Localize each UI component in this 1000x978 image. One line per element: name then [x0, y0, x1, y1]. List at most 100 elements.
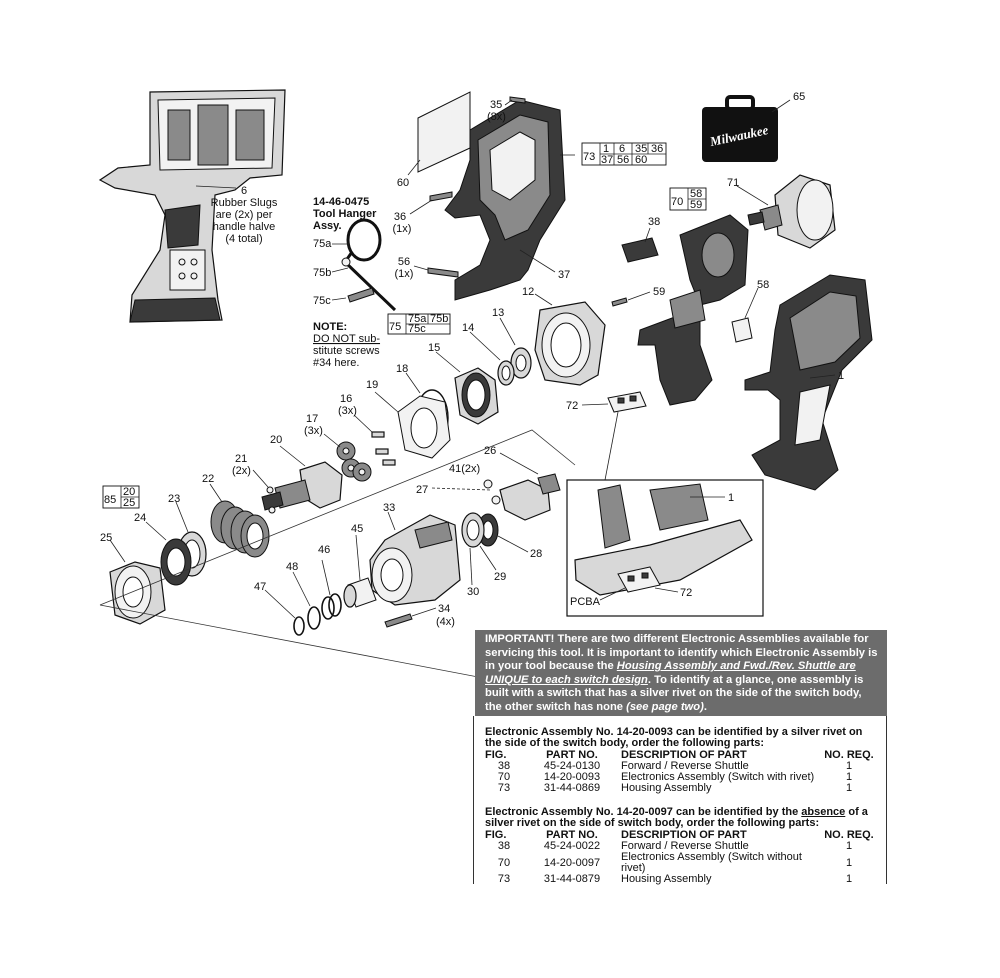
label-56-qty: (1x)	[395, 268, 414, 280]
label-65: 65	[793, 91, 805, 103]
assembly-2-heading-pre: Electronic Assembly No. 14-20-0097 can b…	[485, 806, 802, 818]
label-33: 33	[383, 502, 395, 514]
hanger-title-3: Assy.	[313, 220, 342, 232]
electronics-assembly-70	[637, 214, 749, 406]
description-cell: Housing Assembly	[621, 873, 712, 886]
hammer-25	[109, 561, 166, 625]
label-sheet-60	[417, 91, 471, 173]
pins-16	[371, 431, 396, 466]
label-1: 1	[838, 370, 844, 382]
label-13: 13	[492, 307, 504, 319]
label-45: 45	[351, 523, 363, 535]
block-58	[731, 317, 753, 343]
rubber-slugs-line-3: handle halve	[213, 221, 275, 233]
assembly-1-table: FIG. PART NO. DESCRIPTION OF PART NO. RE…	[485, 748, 879, 794]
box-73-bottom-3: 60	[635, 154, 647, 166]
part-no-cell: 45-24-0130	[543, 760, 601, 773]
box-73-top-4: 36	[651, 143, 663, 155]
tool-hanger	[341, 218, 397, 312]
note-line-1: DO NOT sub-	[313, 333, 380, 345]
label-48: 48	[286, 561, 298, 573]
rubber-slugs-line-4: (4 total)	[225, 233, 262, 245]
rubber-slugs-line-1: Rubber Slugs	[211, 197, 278, 209]
description-cell: Housing Assembly	[621, 782, 712, 795]
assembly-2-heading-post: of a silver rivet on the side of switch …	[485, 806, 868, 830]
part-no-cell: 14-20-0097	[543, 856, 601, 869]
table-row: 73 31-44-0869 Housing Assembly 1	[485, 783, 879, 794]
box-85-bottom-1: 25	[123, 497, 135, 509]
fig-cell: 73	[497, 873, 511, 886]
fig-cell: 38	[497, 760, 511, 773]
col-fig: FIG.	[485, 748, 507, 761]
kit-box-85: 85 20 25	[102, 485, 140, 509]
rubber-slugs-line-2: are (2x) per	[216, 209, 273, 221]
label-36: 36	[394, 211, 406, 223]
hanger-title-1: 14-46-0475	[313, 196, 369, 208]
label-27: 27	[416, 484, 428, 496]
qty-cell: 1	[845, 873, 853, 886]
screw-35	[509, 96, 526, 104]
assembly-14-20-0097: Electronic Assembly No. 14-20-0097 can b…	[475, 806, 887, 885]
pcba-label: PCBA	[570, 596, 601, 608]
box-73-bottom-2: 56	[617, 154, 629, 166]
assembly-2-table: FIG. PART NO. DESCRIPTION OF PART NO. RE…	[485, 828, 879, 885]
label-30: 30	[467, 586, 479, 598]
qty-cell: 1	[845, 782, 853, 795]
qty-cell: 1	[845, 760, 853, 773]
label-56: 56	[398, 256, 410, 268]
screw-36	[429, 191, 453, 202]
label-35-qty: (8x)	[487, 111, 506, 123]
note-line-3: #34 here.	[313, 357, 359, 369]
ring-48	[307, 606, 321, 630]
label-1-inset: 1	[728, 492, 734, 504]
box-75-top-1: 75a	[408, 313, 427, 325]
important-lead: IMPORTANT! There are two different Elect…	[485, 633, 878, 673]
label-72: 72	[566, 400, 578, 412]
sleeve-45	[343, 577, 377, 608]
fig-cell: 38	[497, 840, 511, 853]
label-6: 6	[241, 185, 247, 197]
box-70-bottom-1: 59	[690, 199, 702, 211]
ring-gear-15	[454, 367, 499, 425]
label-75c: 75c	[313, 295, 331, 307]
label-16: 16	[340, 393, 352, 405]
balls-21	[266, 486, 276, 514]
pcba-inset	[566, 479, 764, 617]
description-cell: Forward / Reverse Shuttle	[621, 760, 749, 773]
label-47: 47	[254, 581, 266, 593]
label-75b: 75b	[313, 267, 331, 279]
fig-cell: 70	[497, 771, 511, 784]
planet-gears-17	[336, 441, 372, 482]
gear-case-12	[534, 301, 606, 386]
assembly-2-heading-emph: absence	[801, 806, 846, 818]
label-16-qty: (3x)	[338, 405, 357, 417]
table-row: 38 45-24-0130 Forward / Reverse Shuttle …	[485, 761, 879, 772]
housing-1	[744, 274, 873, 491]
label-71: 71	[727, 177, 739, 189]
kit-box-75: 75 75a 75b 75c	[387, 313, 451, 335]
box-73-main: 73	[583, 151, 595, 163]
table-row: 73 31-44-0879 Housing Assembly 1	[485, 874, 879, 885]
fig-cell: 70	[497, 856, 511, 869]
part-no-cell: 31-44-0869	[543, 782, 601, 795]
assembly-2-header-row: FIG. PART NO. DESCRIPTION OF PART NO. RE…	[485, 828, 879, 841]
qty-cell: 1	[845, 771, 853, 784]
motor-71	[747, 174, 836, 249]
part-no-cell: 14-20-0093	[543, 771, 601, 784]
assembly-2-heading: Electronic Assembly No. 14-20-0097 can b…	[485, 806, 879, 830]
col-part-no: PART NO.	[546, 748, 598, 761]
screw-56	[427, 267, 459, 278]
important-mid: . To identify at a glance, one assembly …	[485, 673, 864, 713]
bearing-24	[160, 538, 192, 586]
box-73-bottom-1: 37	[601, 154, 613, 166]
label-58: 58	[757, 279, 769, 291]
part-no-cell: 45-24-0022	[543, 840, 601, 853]
label-35: 35	[490, 99, 502, 111]
col-description: DESCRIPTION OF PART	[621, 828, 747, 841]
label-19: 19	[366, 379, 378, 391]
important-tail: (see page two)	[626, 700, 704, 713]
parts-panel-border	[473, 716, 887, 884]
note-title: NOTE:	[313, 321, 347, 333]
screw-59	[611, 297, 628, 307]
box-73-top-1: 1	[603, 143, 609, 155]
